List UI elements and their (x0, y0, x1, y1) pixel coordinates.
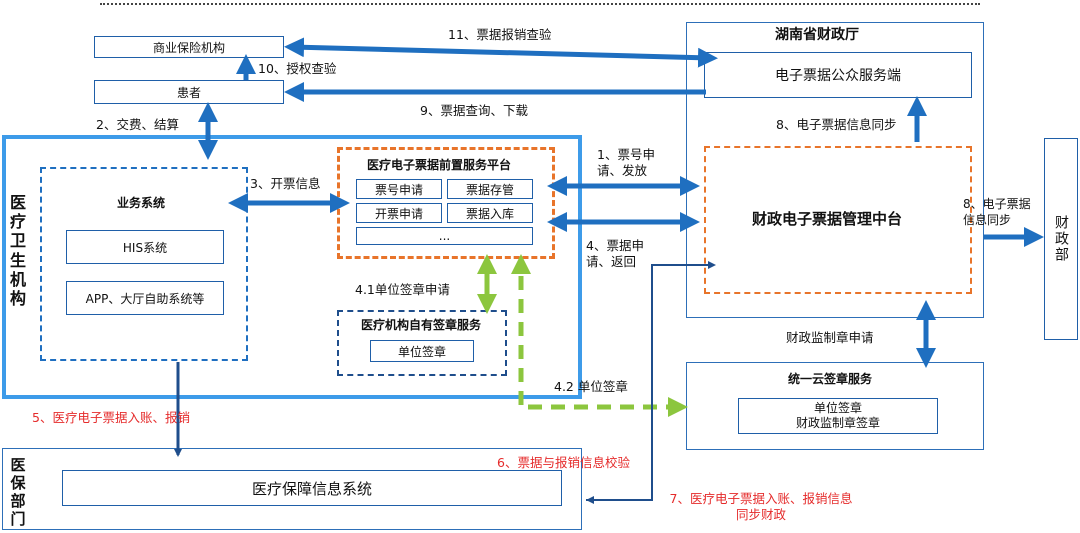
label-4-2: 4.2 单位签章 (554, 379, 628, 394)
func-invoice-apply: 开票申请 (356, 203, 442, 223)
public-service-box: 电子票据公众服务端 (704, 52, 972, 98)
medical-insurance-system-box: 医疗保障信息系统 (62, 470, 562, 506)
cloud-seal-items: 单位签章 财政监制章签章 (738, 398, 938, 434)
arrow-4-2 (511, 254, 688, 417)
label-4-1: 4.1单位签章申请 (355, 282, 450, 297)
label-1: 1、票号申请、发放 (597, 147, 655, 179)
func-ticket-stock: 票据入库 (447, 203, 533, 223)
label-10: 10、授权查验 (258, 61, 337, 76)
label-11: 11、票据报销查验 (448, 27, 552, 42)
cloud-seal-title: 统一云签章服务 (788, 372, 873, 386)
own-seal-container (337, 310, 507, 376)
label-8b: 8、电子票据信息同步 (963, 197, 1031, 227)
label-8a: 8、电子票据信息同步 (776, 117, 897, 132)
label-finance-seal: 财政监制章申请 (786, 330, 874, 345)
hunan-finance-container (686, 22, 984, 318)
func-ticket-apply: 票号申请 (356, 179, 442, 199)
own-seal-item: 单位签章 (370, 340, 474, 362)
func-ticket-store: 票据存管 (447, 179, 533, 199)
label-6: 6、票据与报销信息校验 (497, 455, 630, 470)
label-4: 4、票据申请、返回 (586, 238, 644, 270)
app-box: APP、大厅自助系统等 (66, 281, 224, 315)
func-more: ... (356, 227, 533, 245)
label-2: 2、交费、结算 (96, 117, 179, 132)
label-3: 3、开票信息 (250, 176, 321, 191)
arrow-6-head (586, 496, 594, 504)
finance-center-container (704, 146, 972, 294)
arrow-6-7 (586, 261, 716, 501)
business-system-title: 业务系统 (117, 196, 166, 210)
cloud-seal-item-finance: 财政监制章签章 (795, 416, 880, 430)
mof-label: 财政部 (1053, 215, 1069, 263)
arrow-11 (284, 37, 718, 68)
finance-center-title: 财政电子票据管理中台 (752, 210, 903, 228)
his-box: HIS系统 (66, 230, 224, 264)
label-9: 9、票据查询、下载 (420, 103, 528, 118)
top-dotted-line (100, 3, 980, 5)
cloud-seal-item-unit: 单位签章 (813, 401, 862, 415)
front-platform-title: 医疗电子票据前置服务平台 (367, 158, 512, 172)
label-7: 7、医疗电子票据入账、报销信息同步财政 (669, 491, 853, 523)
patient-box: 患者 (94, 80, 284, 104)
mof-box: 财政部 (1044, 138, 1078, 340)
hunan-finance-title: 湖南省财政厅 (775, 27, 859, 43)
insurance-box: 商业保险机构 (94, 36, 284, 58)
medical-insurance-container (2, 448, 582, 530)
medical-insurance-title: 医保部门 (10, 456, 26, 528)
medical-institution-title: 医疗卫生机构 (9, 193, 26, 308)
label-5: 5、医疗电子票据入账、报销 (32, 410, 190, 425)
business-system-container (40, 167, 248, 361)
own-seal-title: 医疗机构自有签章服务 (361, 318, 482, 332)
